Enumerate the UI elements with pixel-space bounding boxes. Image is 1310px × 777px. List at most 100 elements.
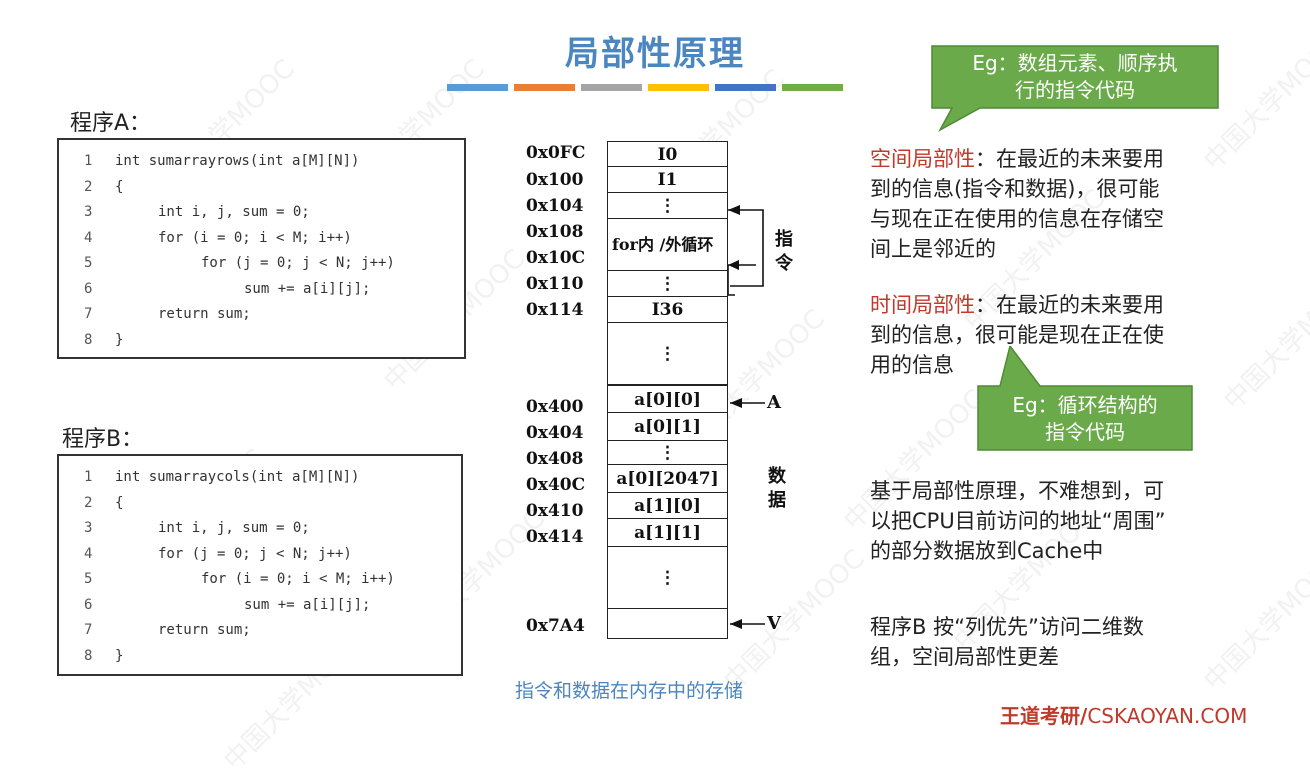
code-text: for (j = 0; j < N; j++) bbox=[158, 545, 352, 562]
memory-cell: for内 /外循环 bbox=[607, 219, 728, 271]
line-number: 8 bbox=[84, 331, 93, 348]
code-line: 3 int i, j, sum = 0; bbox=[59, 199, 464, 225]
line-number: 2 bbox=[84, 178, 93, 195]
accent-bar bbox=[782, 84, 843, 91]
code-line: 3 int i, j, sum = 0; bbox=[59, 515, 461, 541]
conclusion-text: 程序B 按“列优先”访问二维数 组，空间局部性更差 bbox=[870, 612, 1290, 672]
callout-top-text: Eg：数组元素、顺序执 行的指令代码 bbox=[932, 50, 1218, 104]
code-text: return sum; bbox=[158, 622, 251, 638]
code-text: sum += a[i][j]; bbox=[244, 280, 371, 297]
temporal-term: 时间局部性 bbox=[870, 293, 975, 317]
line-number: 8 bbox=[84, 647, 93, 664]
code-text: for (i = 0; i < M; i++) bbox=[201, 571, 395, 587]
code-text: for (j = 0; j < N; j++) bbox=[201, 255, 395, 271]
line-number: 4 bbox=[84, 229, 93, 246]
line-number: 7 bbox=[84, 622, 93, 638]
memory-address: 0x404 bbox=[526, 423, 584, 443]
memory-cell: I0 bbox=[607, 141, 728, 167]
code-line: 6 sum += a[i][j]; bbox=[59, 276, 464, 302]
accent-bar bbox=[447, 84, 508, 91]
line-number: 2 bbox=[84, 494, 93, 511]
insight-line-3: 的部分数据放到Cache中 bbox=[870, 539, 1104, 563]
line-number: 3 bbox=[84, 520, 93, 536]
callout-mid-text: Eg：循环结构的 指令代码 bbox=[980, 392, 1190, 446]
code-text: { bbox=[115, 178, 124, 195]
code-text: for (i = 0; i < M; i++) bbox=[158, 229, 352, 246]
code-text: int i, j, sum = 0; bbox=[158, 520, 310, 536]
memory-address: 0x100 bbox=[526, 170, 584, 190]
memory-cell: a[1][0] bbox=[607, 493, 728, 519]
temporal-line-2: 到的信息，很可能是现在正在使 bbox=[870, 323, 1164, 347]
memory-address: 0x400 bbox=[526, 397, 584, 417]
callout-top-line-2: 行的指令代码 bbox=[1015, 78, 1135, 102]
memory-address: 0x410 bbox=[526, 501, 584, 521]
program-b-label: 程序B： bbox=[62, 427, 144, 452]
temporal-locality: 时间局部性：在最近的未来要用 到的信息，很可能是现在正在使 用的信息 bbox=[870, 290, 1290, 380]
code-line: 8} bbox=[59, 327, 464, 353]
memory-address: 0x108 bbox=[526, 222, 584, 242]
memory-cell: a[0][1] bbox=[607, 413, 728, 441]
footer-site: CSKAOYAN.COM bbox=[1087, 704, 1248, 728]
callout-mid-line-2: 指令代码 bbox=[1045, 420, 1125, 444]
spatial-term: 空间局部性 bbox=[870, 147, 975, 171]
accent-bar bbox=[648, 84, 709, 91]
callout-top-line-1: Eg：数组元素、顺序执 bbox=[972, 51, 1178, 75]
memory-arrows bbox=[727, 205, 765, 629]
memory-cell: ⋮ bbox=[607, 441, 728, 465]
accent-bar bbox=[581, 84, 642, 91]
memory-cell: I36 bbox=[607, 297, 728, 323]
footer-brand: 王道考研/CSKAOYAN.COM bbox=[1000, 700, 1247, 729]
memory-address: 0x110 bbox=[526, 274, 584, 294]
spatial-locality: 空间局部性：在最近的未来要用 到的信息(指令和数据)，很可能 与现在正在使用的信… bbox=[870, 144, 1290, 264]
callout-mid-line-1: Eg：循环结构的 bbox=[1012, 393, 1158, 417]
spatial-line-2: 到的信息(指令和数据)，很可能 bbox=[870, 177, 1160, 201]
memory-address: 0x408 bbox=[526, 449, 584, 469]
footer-brand-name: 王道考研/ bbox=[1000, 704, 1088, 728]
memory-cell: ⋮ bbox=[607, 547, 728, 609]
code-line: 4 for (j = 0; j < N; j++) bbox=[59, 541, 461, 567]
line-number: 1 bbox=[84, 469, 93, 485]
memory-address: 0x40C bbox=[526, 475, 586, 495]
line-number: 3 bbox=[84, 204, 93, 220]
marker-v: V bbox=[767, 613, 781, 634]
spatial-line-1: ：在最近的未来要用 bbox=[975, 147, 1164, 171]
memory-address: 0x10C bbox=[526, 248, 586, 268]
memory-cell bbox=[607, 609, 728, 639]
memory-cell: ⋮ bbox=[607, 323, 728, 385]
memory-address: 0x414 bbox=[526, 527, 584, 547]
memory-address: 0x7A4 bbox=[526, 616, 585, 636]
code-text: int sumarraycols(int a[M][N]) bbox=[115, 469, 360, 485]
accent-bar bbox=[514, 84, 575, 91]
code-line: 2{ bbox=[59, 490, 461, 516]
line-number: 6 bbox=[84, 280, 93, 297]
memory-caption: 指令和数据在内存中的存储 bbox=[515, 680, 744, 702]
callout-top-shape bbox=[931, 45, 1219, 132]
code-line: 1 int sumarraycols(int a[M][N]) bbox=[59, 464, 461, 490]
conclusion-line-1: 程序B 按“列优先”访问二维数 bbox=[870, 615, 1144, 639]
insight-line-2: 以把CPU目前访问的地址“周围” bbox=[870, 509, 1166, 533]
memory-cell: a[1][1] bbox=[607, 519, 728, 547]
code-text: sum += a[i][j]; bbox=[244, 596, 371, 613]
memory-address: 0x104 bbox=[526, 196, 584, 216]
memory-address: 0x0FC bbox=[526, 143, 586, 163]
line-number: 4 bbox=[84, 545, 93, 562]
program-a-label: 程序A： bbox=[70, 111, 152, 136]
code-text: int sumarrayrows(int a[M][N]) bbox=[115, 153, 360, 169]
code-text: int i, j, sum = 0; bbox=[158, 204, 310, 220]
conclusion-line-2: 组，空间局部性更差 bbox=[870, 645, 1059, 669]
code-line: 2{ bbox=[59, 174, 464, 200]
marker-a: A bbox=[767, 392, 781, 413]
page-title: 局部性原理 bbox=[565, 34, 745, 74]
spatial-line-3: 与现在正在使用的信息在存储空 bbox=[870, 207, 1164, 231]
memory-cell: ⋮ bbox=[607, 271, 728, 297]
code-text: } bbox=[115, 647, 124, 664]
memory-cell: I1 bbox=[607, 167, 728, 193]
callout-mid-shape bbox=[977, 346, 1193, 451]
code-text: { bbox=[115, 494, 124, 511]
code-line: 7 return sum; bbox=[59, 617, 461, 643]
